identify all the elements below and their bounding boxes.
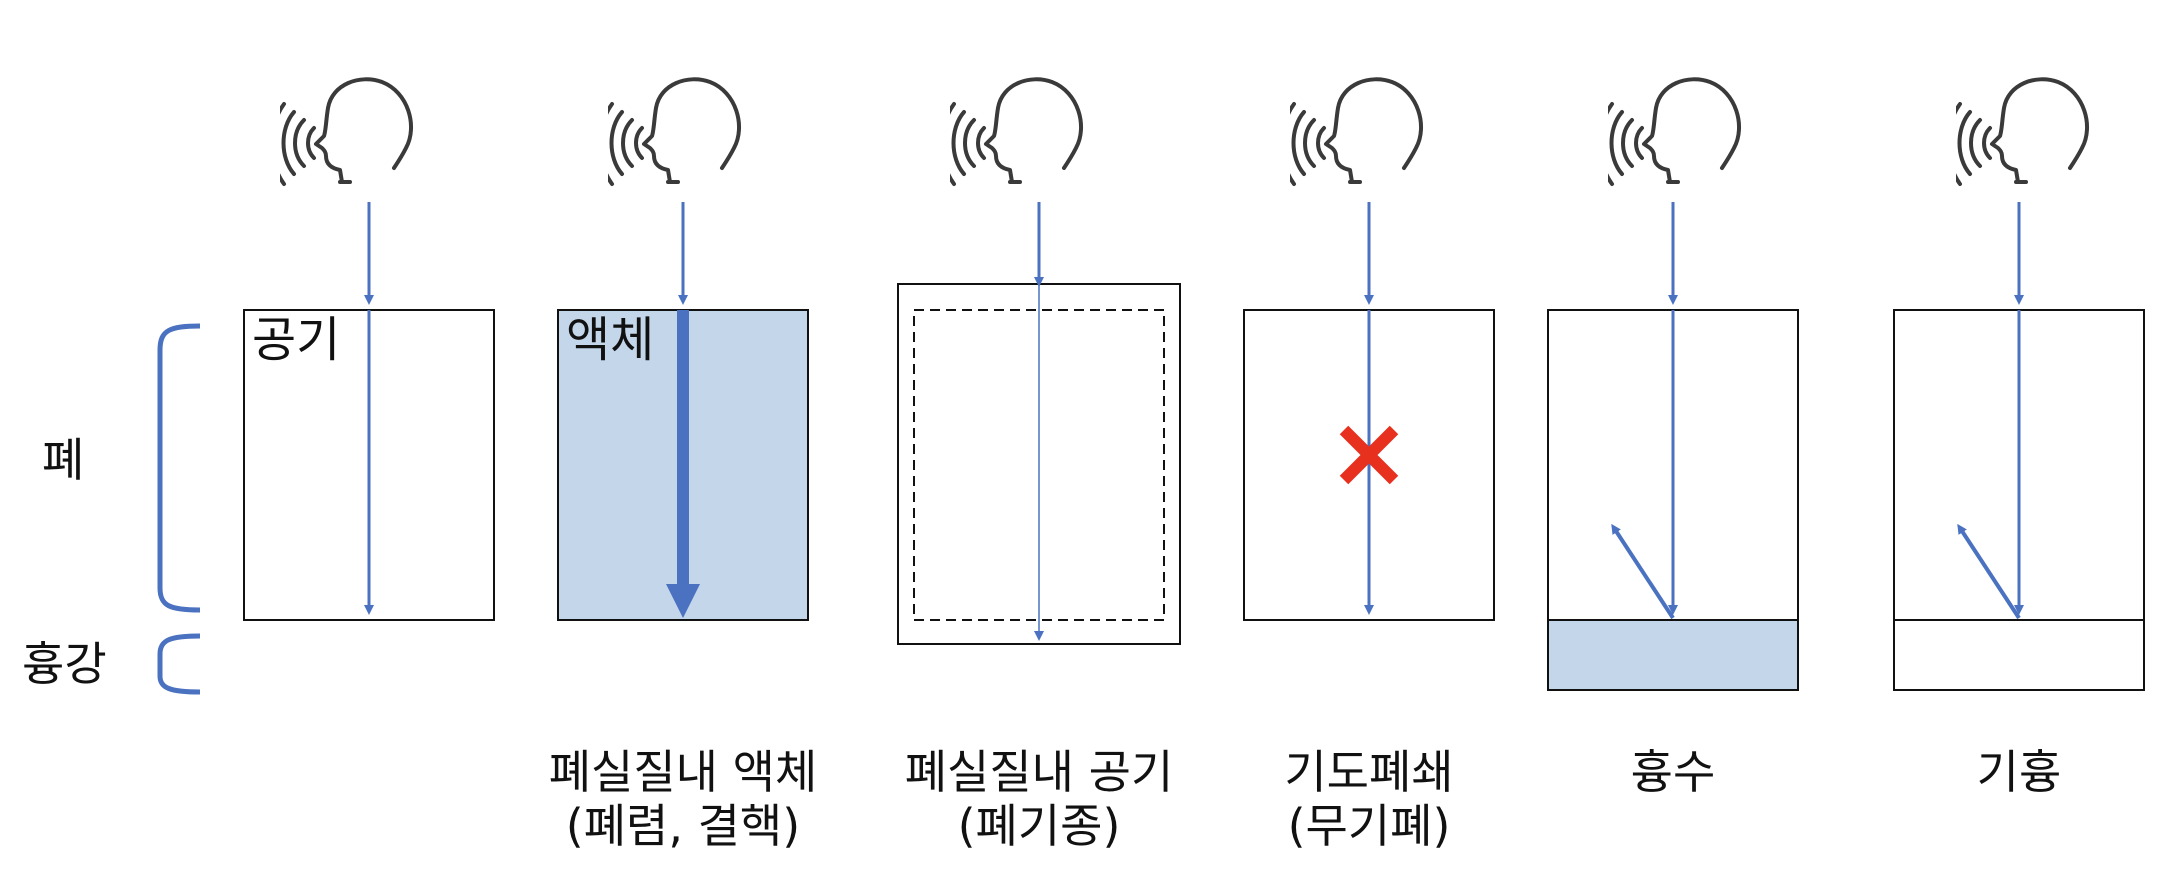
caption-line2: (폐렴, 결핵)	[566, 799, 800, 853]
panel-consolidation: 액체 폐실질내 액체 (폐렴, 결핵)	[549, 77, 818, 853]
panel-emphysema: 폐실질내 공기 (폐기종)	[897, 77, 1181, 853]
caption-line2: (무기폐)	[1288, 799, 1451, 853]
strong-arrow-shaft	[677, 310, 689, 586]
pleural-fluid-box	[1547, 619, 1799, 691]
pleural-bracket	[157, 633, 201, 695]
caption-line1: 기도폐쇄	[1284, 745, 1453, 799]
air-label: 공기	[252, 312, 340, 368]
fluid-label: 액체	[566, 312, 654, 368]
red-x-icon	[1339, 425, 1399, 485]
pleural-cavity-label: 흉강	[22, 637, 107, 691]
caption-line1: 흉수	[1631, 745, 1716, 799]
caption-line1: 기흉	[1977, 745, 2062, 799]
caption-line1: 폐실질내 액체	[549, 745, 818, 799]
reflected-arrow	[1611, 523, 1675, 620]
reflected-arrow	[1957, 523, 2021, 620]
speaking-head-icon	[1956, 77, 2090, 186]
speaking-head-icon	[280, 77, 414, 186]
panel-normal-air: 공기	[243, 77, 495, 621]
strong-arrow-head	[666, 584, 700, 618]
caption-line2: (폐기종)	[958, 799, 1121, 853]
caption-line1: 폐실질내 공기	[905, 745, 1174, 799]
panel-atelectasis: 기도폐쇄 (무기폐)	[1243, 77, 1495, 853]
lung-label: 폐	[42, 433, 84, 487]
speaking-head-icon	[1608, 77, 1742, 186]
speaking-head-icon	[608, 77, 742, 186]
pleural-air-box	[1893, 619, 2145, 691]
speaking-head-icon	[1290, 77, 1424, 186]
panel-pneumothorax: 기흉	[1893, 77, 2145, 799]
speaking-head-icon	[950, 77, 1084, 186]
panel-effusion: 흉수	[1547, 77, 1799, 799]
inner-dashed-box	[913, 309, 1165, 621]
lung-bracket	[157, 323, 201, 613]
